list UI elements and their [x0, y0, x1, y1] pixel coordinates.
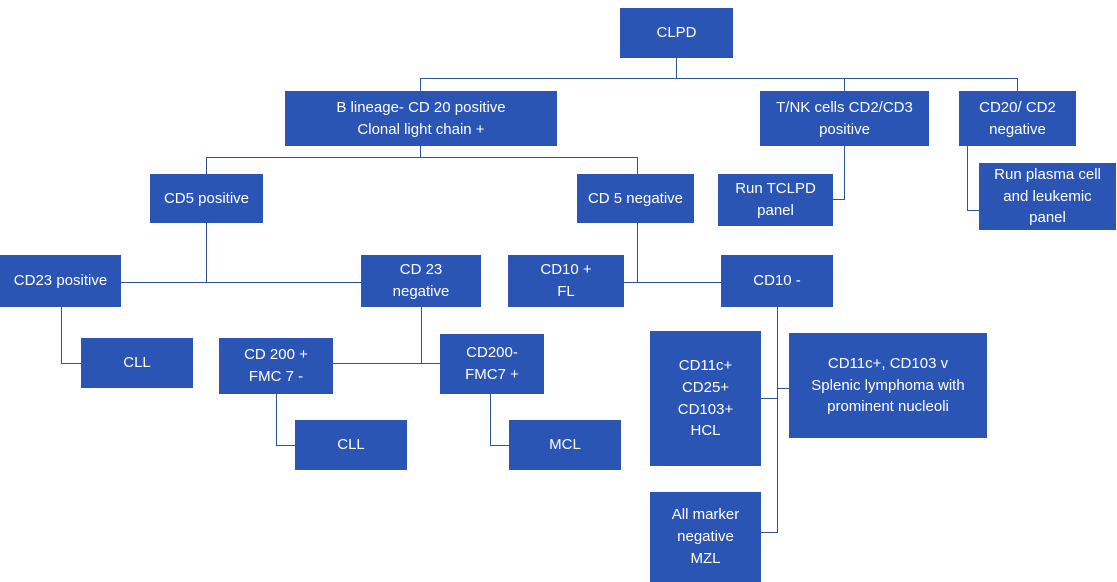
- connector-top-bus: [420, 78, 1018, 79]
- node-line: Run TCLPD: [735, 180, 816, 198]
- node-cd20-cd2-negative[interactable]: CD20/ CD2 negative: [959, 91, 1076, 146]
- node-line: CD11c+, CD103 v: [827, 354, 949, 372]
- connector-cd5-bus: [206, 157, 638, 158]
- node-line: Run plasma cell: [994, 165, 1101, 183]
- node-line: FMC 7 -: [248, 368, 304, 385]
- node-cd5-positive[interactable]: CD5 positive: [150, 174, 263, 223]
- node-line: CD 5 negative: [587, 189, 684, 207]
- connector-tnk-to-tclpd: [833, 199, 845, 200]
- node-line: CLL: [337, 436, 365, 454]
- node-line: and leukemic: [1003, 187, 1092, 205]
- node-line: HCL: [690, 422, 721, 440]
- connector-cd10neg-to-mzl: [761, 532, 778, 533]
- connector-drop-cd5neg: [637, 157, 638, 174]
- node-line: FL: [557, 283, 575, 300]
- node-line: positive: [819, 120, 870, 138]
- node-line: MZL: [690, 549, 721, 567]
- node-line: negative: [392, 283, 450, 300]
- node-mcl[interactable]: MCL: [509, 420, 621, 470]
- node-line: negative: [677, 528, 734, 546]
- connector-clpd-stem: [676, 58, 677, 78]
- connector-cd5neg-stem: [637, 223, 638, 282]
- node-b-lineage[interactable]: B lineage- CD 20 positive Clonal light c…: [285, 91, 557, 146]
- node-line: panel: [1029, 209, 1066, 227]
- connector-cd200neg-to-mcl: [490, 445, 509, 446]
- connector-cd5pos-stem: [206, 223, 207, 282]
- connector-drop-cd20cd2: [1017, 78, 1018, 91]
- connector-drop-cd5pos: [206, 157, 207, 174]
- node-hcl[interactable]: CD11c+ CD25+ CD103+ HCL: [650, 331, 761, 466]
- node-line: CD5 positive: [163, 189, 250, 207]
- connector-cd23pos-to-cll: [61, 363, 81, 364]
- node-line: CD10 +: [540, 261, 592, 279]
- node-line: CD11c+: [678, 357, 733, 374]
- node-cd10-positive-fl[interactable]: CD10 + FL: [508, 255, 624, 307]
- connector-tnk-stem: [844, 146, 845, 199]
- connector-cd200pos-to-cll: [276, 445, 295, 446]
- connector-cd200-bus: [333, 363, 440, 364]
- node-cd200-negative-fmc7-positive[interactable]: CD200- FMC7 +: [440, 334, 544, 394]
- node-line: CD25+: [681, 378, 730, 396]
- node-cd23-negative[interactable]: CD 23 negative: [361, 255, 481, 307]
- node-splenic-lymphoma[interactable]: CD11c+, CD103 v Splenic lymphoma with pr…: [789, 333, 987, 438]
- connector-cd23pos-stem: [61, 307, 62, 363]
- node-line: CD20/ CD2: [979, 98, 1056, 116]
- node-line: CD10 -: [753, 272, 801, 290]
- node-line: Splenic lymphoma with: [811, 376, 965, 394]
- node-line: panel: [757, 202, 794, 219]
- node-line: CD23 positive: [13, 272, 108, 290]
- connector-drop-blineage: [420, 78, 421, 91]
- connector-cd20cd2-to-plasma: [967, 210, 979, 211]
- connector-cd20cd2-stem: [967, 146, 968, 210]
- node-cd23-positive[interactable]: CD23 positive: [0, 255, 121, 307]
- connector-cd10neg-to-hcl: [761, 398, 778, 399]
- node-line: MCL: [549, 436, 581, 454]
- connector-cd10-bus: [624, 282, 721, 283]
- connector-cd200neg-stem: [490, 394, 491, 445]
- node-line: CD 200 +: [244, 346, 308, 364]
- node-line: negative: [989, 120, 1046, 138]
- node-line: CLPD: [656, 24, 697, 42]
- node-clpd[interactable]: CLPD: [620, 8, 733, 58]
- connector-cd23-bus: [121, 282, 361, 283]
- connector-cd10neg-to-splenic: [777, 388, 789, 389]
- node-run-tclpd-panel[interactable]: Run TCLPD panel: [718, 174, 833, 226]
- node-cd10-negative[interactable]: CD10 -: [721, 255, 833, 307]
- connector-cd10neg-trunk: [777, 307, 778, 532]
- node-cd200-positive-fmc7-negative[interactable]: CD 200 + FMC 7 -: [219, 338, 333, 394]
- connector-cd200pos-stem: [276, 394, 277, 445]
- node-line: FMC7 +: [465, 366, 519, 383]
- node-line: Clonal light chain +: [357, 120, 485, 138]
- node-line: CD 23: [399, 261, 443, 279]
- node-cll-from-cd200-positive[interactable]: CLL: [295, 420, 407, 470]
- node-line: CLL: [123, 354, 151, 372]
- node-line: All marker: [671, 506, 740, 524]
- node-mzl[interactable]: All marker negative MZL: [650, 492, 761, 582]
- connector-cd23neg-stem: [421, 307, 422, 363]
- node-line: CD103+: [677, 400, 734, 418]
- connector-drop-tnk: [844, 78, 845, 91]
- node-cll-from-cd23-positive[interactable]: CLL: [81, 338, 193, 388]
- node-line: T/NK cells CD2/CD3: [776, 98, 913, 116]
- node-cd5-negative[interactable]: CD 5 negative: [577, 174, 694, 223]
- connector-blineage-stem: [420, 146, 421, 157]
- node-run-plasma-panel[interactable]: Run plasma cell and leukemic panel: [979, 163, 1116, 230]
- node-tnk-cells[interactable]: T/NK cells CD2/CD3 positive: [760, 91, 929, 146]
- node-line: B lineage- CD 20 positive: [336, 98, 506, 116]
- node-line: CD200-: [466, 344, 518, 362]
- node-line: prominent nucleoli: [827, 398, 949, 416]
